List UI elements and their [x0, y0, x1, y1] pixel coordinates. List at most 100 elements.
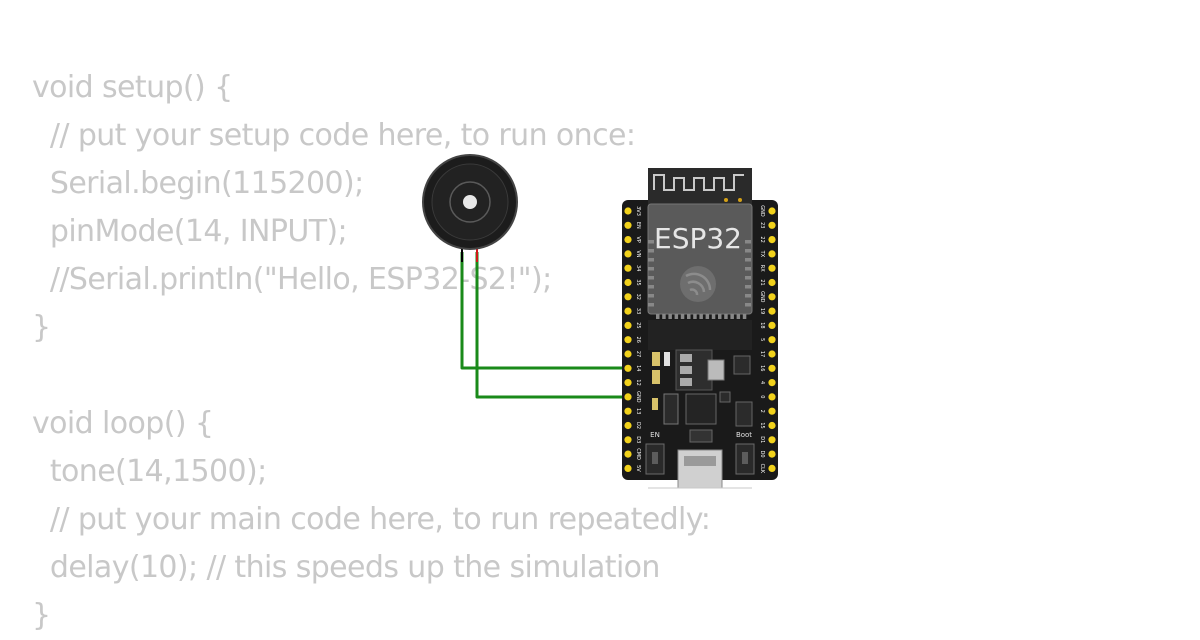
right-pin-label: 22 [759, 236, 765, 242]
right-pin-22[interactable] [768, 236, 776, 244]
left-pin-label: D3 [635, 436, 641, 443]
right-pin-21[interactable] [768, 278, 776, 287]
code-line: pinMode(14, INPUT); [32, 214, 348, 249]
code-line: tone(14,1500); [32, 454, 267, 489]
wire-signal[interactable] [475, 252, 628, 399]
left-pin-label: 14 [635, 365, 641, 371]
left-pin-d3[interactable] [624, 436, 632, 444]
right-pin-label: 19 [759, 308, 765, 314]
usb-connector [648, 449, 752, 489]
left-pin-label: VN [635, 250, 641, 257]
left-pin-label: 5V [635, 465, 641, 472]
right-pin-clk[interactable] [768, 464, 776, 472]
right-pin-gnd[interactable] [768, 207, 776, 215]
buzzer[interactable] [422, 154, 518, 250]
right-pin-label: 2 [759, 410, 765, 413]
en-button[interactable] [645, 443, 665, 475]
right-pin-label: 23 [759, 222, 765, 228]
left-pin-cmd[interactable] [624, 450, 632, 458]
left-pin-12[interactable] [624, 379, 632, 387]
right-pin-label: 15 [759, 422, 765, 428]
en-button-label: EN [650, 431, 660, 439]
wires [460, 238, 628, 399]
right-pin-17[interactable] [768, 350, 776, 358]
code-line: // put your main code here, to run repea… [32, 502, 711, 537]
right-pin-tx[interactable] [768, 250, 776, 258]
code-line: } [32, 598, 51, 633]
left-pin-25[interactable] [624, 321, 632, 329]
right-pin-16[interactable] [768, 364, 776, 372]
left-pin-26[interactable] [624, 336, 632, 344]
left-pin-label: 26 [635, 337, 641, 343]
right-pin-23[interactable] [768, 221, 776, 229]
right-pin-label: TX [759, 250, 765, 258]
buzzer-hole [463, 195, 477, 209]
code-line: void setup() { [32, 70, 233, 105]
right-pin-label: GND [759, 291, 765, 303]
right-pin-0[interactable] [768, 393, 776, 401]
left-pin-label: 34 [635, 265, 641, 271]
left-pin-27[interactable] [624, 350, 632, 358]
code-line: void loop() { [32, 406, 214, 441]
right-pin-label: 5 [759, 338, 765, 341]
left-pin-33[interactable] [624, 307, 632, 315]
right-pin-label: GND [759, 205, 765, 217]
right-pin-label: 17 [759, 351, 765, 357]
left-pin-vp[interactable] [624, 236, 632, 244]
right-pin-4[interactable] [768, 379, 776, 387]
right-pin-rx[interactable] [768, 264, 776, 272]
boot-button[interactable] [735, 443, 755, 475]
left-pin-14[interactable] [624, 364, 632, 372]
left-pin-vn[interactable] [624, 250, 632, 258]
left-pin-35[interactable] [624, 278, 632, 287]
right-pin-d1[interactable] [768, 436, 776, 444]
code-editor[interactable]: void setup() { // put your setup code he… [32, 64, 711, 640]
right-pin-2[interactable] [768, 407, 776, 415]
right-pin-label: D0 [759, 451, 765, 458]
left-pin-en[interactable] [624, 221, 632, 229]
right-pin-label: 21 [759, 279, 765, 285]
right-pin-label: 18 [759, 322, 765, 328]
right-pin-18[interactable] [768, 321, 776, 329]
left-pin-label: VP [635, 236, 641, 242]
left-pin-label: 32 [635, 294, 641, 300]
right-pin-label: CLK [759, 464, 765, 474]
left-pin-d2[interactable] [624, 421, 632, 430]
right-pin-label: RX [759, 265, 765, 272]
right-pin-label: 4 [759, 381, 765, 384]
left-pin-label: 33 [635, 308, 641, 314]
left-pin-label: EN [635, 222, 641, 229]
right-pin-19[interactable] [768, 307, 776, 315]
code-line: } [32, 310, 51, 345]
right-pin-label: D1 [759, 436, 765, 443]
left-pin-header: 3V3ENVPVN343532332526271412GND13D2D3CMD5… [624, 206, 641, 472]
esp32-board[interactable]: ESP32 EN [622, 168, 778, 489]
wire-gnd[interactable] [460, 252, 628, 370]
left-pin-label: CMD [635, 448, 641, 460]
left-pin-label: 12 [635, 379, 641, 385]
left-pin-3v3[interactable] [624, 207, 632, 215]
left-pin-32[interactable] [624, 293, 632, 301]
left-pin-label: 25 [635, 322, 641, 328]
right-pin-d0[interactable] [768, 450, 776, 458]
chip-label: ESP32 [654, 222, 742, 255]
left-pin-5v[interactable] [624, 464, 632, 472]
left-pin-label: 35 [635, 279, 641, 285]
left-pin-gnd[interactable] [624, 393, 632, 401]
left-pin-label: 27 [635, 351, 641, 357]
left-pin-label: 3V3 [635, 206, 641, 216]
right-pin-15[interactable] [768, 421, 776, 430]
code-line: //Serial.println("Hello, ESP32-S2!"); [32, 262, 552, 297]
espressif-logo-icon [680, 266, 716, 302]
right-pin-5[interactable] [768, 336, 776, 344]
left-pin-34[interactable] [624, 264, 632, 272]
right-pin-label: 16 [759, 365, 765, 371]
left-pin-label: GND [635, 391, 641, 403]
left-pin-13[interactable] [624, 407, 632, 415]
left-pin-label: 13 [635, 408, 641, 414]
code-line: Serial.begin(115200); [32, 166, 364, 201]
code-line: delay(10); // this speeds up the simulat… [32, 550, 661, 585]
right-pin-gnd[interactable] [768, 293, 776, 301]
